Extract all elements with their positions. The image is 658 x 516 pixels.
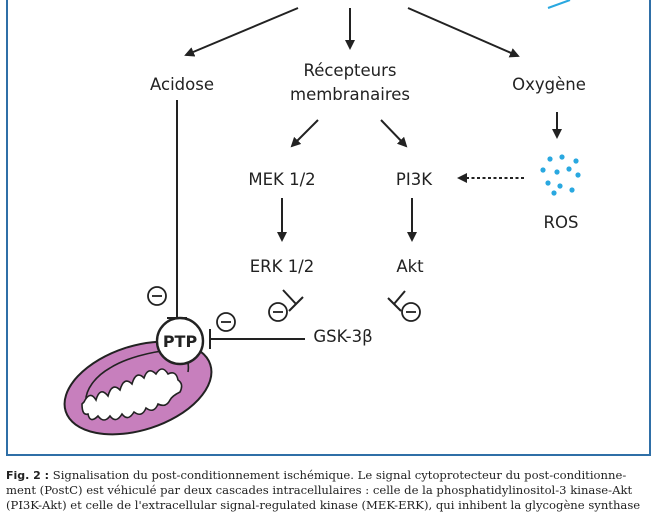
node-ros: ROS [544,213,579,232]
node-acidose: Acidose [150,75,214,94]
figure-caption: Fig. 2 : Signalisation du post-condition… [6,468,654,513]
caption-text-1: Signalisation du post-conditionnement is… [52,468,627,482]
akt-inhibition-bar [387,297,402,312]
node-recepteurs-line1: Récepteurs [303,61,396,80]
akt-inhibition-line [393,290,406,305]
erk-inhibition-line [282,289,297,305]
arrow-to-pi3k [380,119,408,148]
caption-line-2: ment (PostC) est véhiculé par deux casca… [6,483,633,497]
node-erk: ERK 1/2 [250,257,315,276]
top-right-shape-edge [547,0,571,9]
node-gsk: GSK-3β [313,327,372,346]
mitochondria-icon [63,340,213,436]
caption-line-3: (PI3K-Akt) et celle de l'extracellular s… [6,498,641,512]
node-akt: Akt [396,257,424,276]
arrow-to-mek [290,119,319,148]
node-mek: MEK 1/2 [248,170,315,189]
node-pi3k: PI3K [396,170,433,189]
ros-dots [540,154,581,196]
node-ptp: PTP [163,332,198,351]
caption-line-1: Fig. 2 : Signalisation du post-condition… [6,468,654,483]
node-oxygene: Oxygène [512,75,586,94]
ptp-circle [155,316,205,366]
signaling-diagram: Acidose Récepteurs membranaires Oxygène … [63,0,586,436]
arrow-to-oxygene [407,7,520,58]
node-recepteurs-line2: membranaires [290,85,410,104]
erk-inhibition-bar [288,296,304,312]
caption-label: Fig. 2 : [6,469,50,482]
arrow-to-acidose [184,7,299,57]
